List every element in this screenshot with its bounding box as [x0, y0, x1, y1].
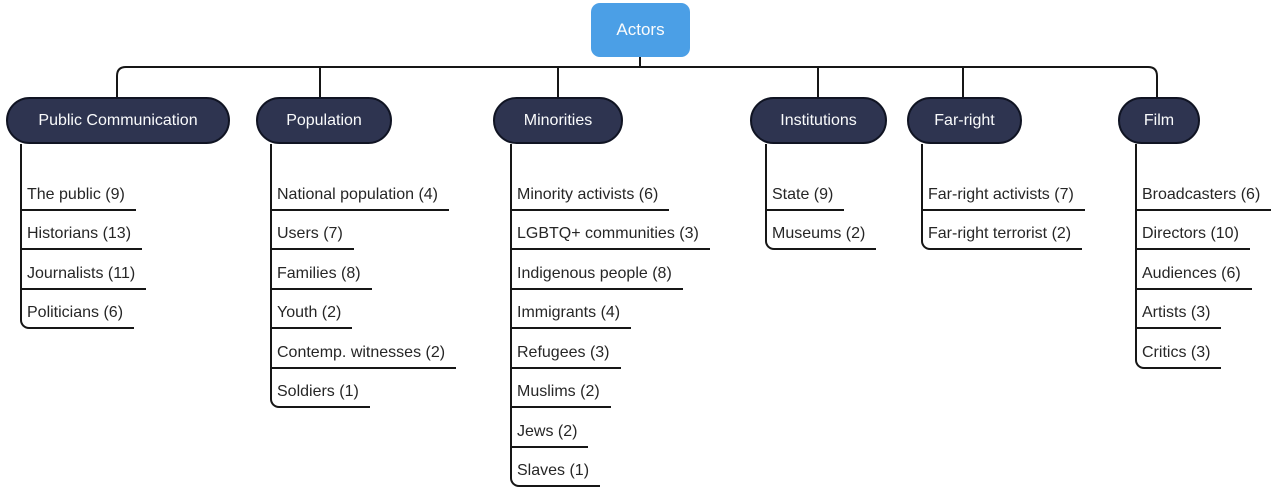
leaf-node[interactable]: The public (9)	[22, 144, 136, 211]
leaf-node[interactable]: Refugees (3)	[512, 329, 621, 369]
leaf-column-population: National population (4) Users (7) Famili…	[270, 144, 457, 408]
leaf-node[interactable]: Youth (2)	[272, 290, 353, 329]
leaf-node[interactable]: Historians (13)	[22, 211, 143, 250]
leaf-node[interactable]: Museums (2)	[765, 210, 877, 250]
leaf-node[interactable]: LGBTQ+ communities (3)	[512, 211, 710, 250]
root-node-actors[interactable]: Actors	[591, 3, 690, 57]
branch-node-far-right[interactable]: Far-right	[907, 97, 1022, 144]
leaf-node[interactable]: Artists (3)	[1137, 290, 1222, 329]
leaf-node[interactable]: Families (8)	[272, 250, 372, 290]
leaf-column-public-communication: The public (9) Historians (13) Journalis…	[20, 144, 147, 329]
leaf-node[interactable]: Users (7)	[272, 211, 354, 250]
leaf-node[interactable]: Immigrants (4)	[512, 290, 632, 329]
leaf-node[interactable]: Politicians (6)	[20, 289, 135, 329]
leaf-node[interactable]: Far-right terrorist (2)	[921, 210, 1083, 250]
branch-label: Film	[1143, 111, 1175, 129]
column-spine-line	[765, 144, 767, 211]
branch-node-population[interactable]: Population	[256, 97, 392, 144]
branch-node-public-communication[interactable]: Public Communication	[6, 97, 230, 144]
leaf-node[interactable]: Jews (2)	[512, 408, 589, 448]
leaf-node[interactable]: Indigenous people (8)	[512, 250, 683, 290]
root-node-label: Actors	[616, 20, 665, 39]
leaf-node[interactable]: Journalists (11)	[22, 250, 147, 290]
leaf-node[interactable]: Slaves (1)	[510, 447, 601, 487]
column-spine-line	[20, 144, 22, 290]
leaf-node[interactable]: Soldiers (1)	[270, 368, 370, 408]
branch-label: Institutions	[780, 111, 857, 129]
leaf-node[interactable]: Directors (10)	[1137, 211, 1250, 250]
leaf-column-minorities: Minority activists (6) LGBTQ+ communitie…	[510, 144, 710, 487]
branch-label: Far-right	[934, 111, 995, 129]
branch-node-minorities[interactable]: Minorities	[493, 97, 623, 144]
column-spine-line	[510, 144, 512, 448]
branch-label: Population	[286, 111, 362, 129]
leaf-column-far-right: Far-right activists (7) Far-right terror…	[921, 144, 1085, 250]
branch-node-institutions[interactable]: Institutions	[750, 97, 887, 144]
leaf-node[interactable]: Contemp. witnesses (2)	[272, 329, 457, 369]
column-spine-line	[921, 144, 923, 211]
branch-label: Minorities	[523, 111, 593, 129]
leaf-node[interactable]: National population (4)	[272, 144, 449, 211]
leaf-node[interactable]: Critics (3)	[1135, 329, 1222, 369]
branch-node-film[interactable]: Film	[1118, 97, 1200, 144]
leaf-node[interactable]: Muslims (2)	[512, 369, 611, 408]
leaf-node[interactable]: Audiences (6)	[1137, 250, 1252, 290]
branch-label: Public Communication	[38, 111, 198, 129]
column-spine-line	[270, 144, 272, 369]
leaf-column-film: Broadcasters (6) Directors (10) Audience…	[1135, 144, 1272, 369]
leaf-column-institutions: State (9) Museums (2)	[765, 144, 877, 250]
leaf-node[interactable]: Far-right activists (7)	[923, 144, 1085, 211]
leaf-node[interactable]: Broadcasters (6)	[1137, 144, 1272, 211]
leaf-node[interactable]: State (9)	[767, 144, 845, 211]
column-spine-line	[1135, 144, 1137, 329]
leaf-node[interactable]: Minority activists (6)	[512, 144, 670, 211]
